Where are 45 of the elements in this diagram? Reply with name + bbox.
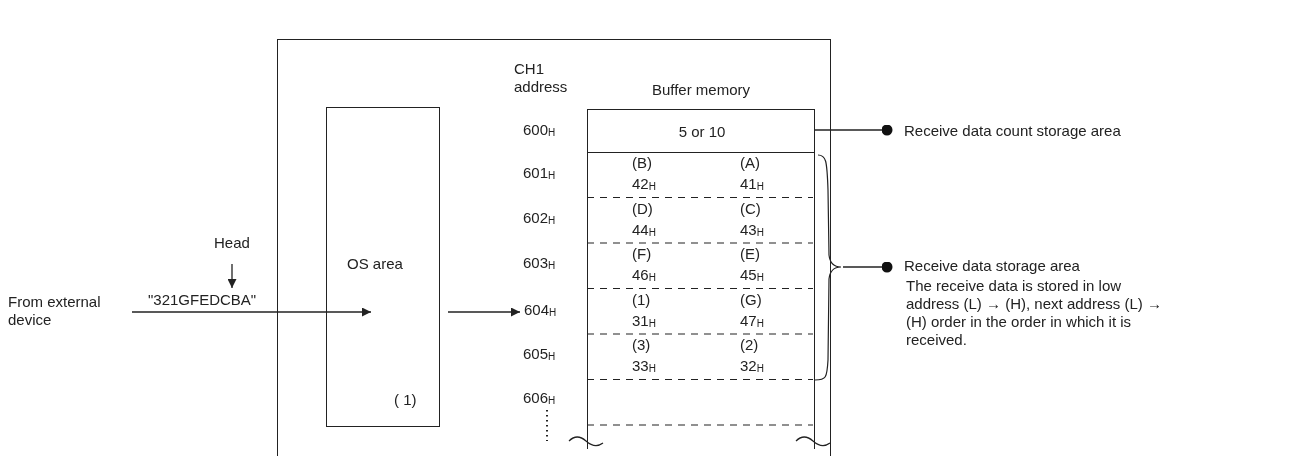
address-label: 602$_{H}$ (523, 209, 556, 228)
address-label: 605$_{H}$ (523, 345, 556, 364)
callout-text: Receive data storage area (904, 257, 1080, 275)
hex-value: 41$_{H}$ (740, 175, 764, 194)
module-frame (277, 39, 831, 456)
byte-label: (F) (632, 245, 652, 263)
callout-text: Receive data count storage area (904, 122, 1121, 140)
byte-label: (C) (740, 199, 761, 218)
leader-line (813, 124, 893, 136)
memory-cell (587, 109, 815, 153)
byte-label: (A) (740, 154, 760, 172)
hex-value: 44$_{H}$ (632, 220, 656, 240)
address-label: 601$_{H}$ (523, 164, 556, 183)
hex-value: 47$_{H}$ (740, 311, 764, 331)
hex-value: 33$_{H}$ (632, 357, 656, 376)
byte-label: (B) (632, 154, 652, 172)
hex-value: 31$_{H}$ (632, 311, 656, 331)
pointer-text: Head (214, 234, 250, 252)
byte-label: (D) (632, 199, 653, 218)
hex-value: 42$_{H}$ (632, 175, 656, 194)
byte-label: (1) (632, 290, 651, 309)
byte-label: (E) (740, 245, 760, 263)
address-label: 600$_{H}$ (523, 121, 556, 140)
address-label: 603$_{H}$ (523, 254, 556, 273)
leader-line (842, 261, 893, 273)
hex-value: 45$_{H}$ (740, 266, 764, 285)
arrow (131, 307, 372, 317)
hex-value: 43$_{H}$ (740, 220, 764, 240)
address-text: 604$_{H}$ (524, 301, 557, 320)
byte-label: (G) (740, 290, 762, 309)
arrow (227, 263, 237, 289)
os-area-box (326, 107, 440, 427)
data-storage-area (587, 153, 815, 449)
column-heading: Buffer memory (650, 81, 752, 99)
arrow (447, 307, 521, 317)
hex-value: 32$_{H}$ (740, 357, 764, 376)
byte-label: (2) (740, 336, 759, 354)
hex-value: 46$_{H}$ (632, 266, 656, 285)
address-label: 606$_{H}$ (523, 389, 556, 408)
box-label: OS area (347, 255, 403, 273)
byte-label: (3) (632, 336, 651, 354)
box-note: ( 1) (394, 391, 417, 409)
cell-value: 5 or 10 (677, 123, 727, 141)
description-text: The receive data is stored in low address (L) → (H), next address (L) → (H) order in the order in which it is received. (906, 277, 1163, 349)
source-text: From external device (8, 293, 102, 329)
